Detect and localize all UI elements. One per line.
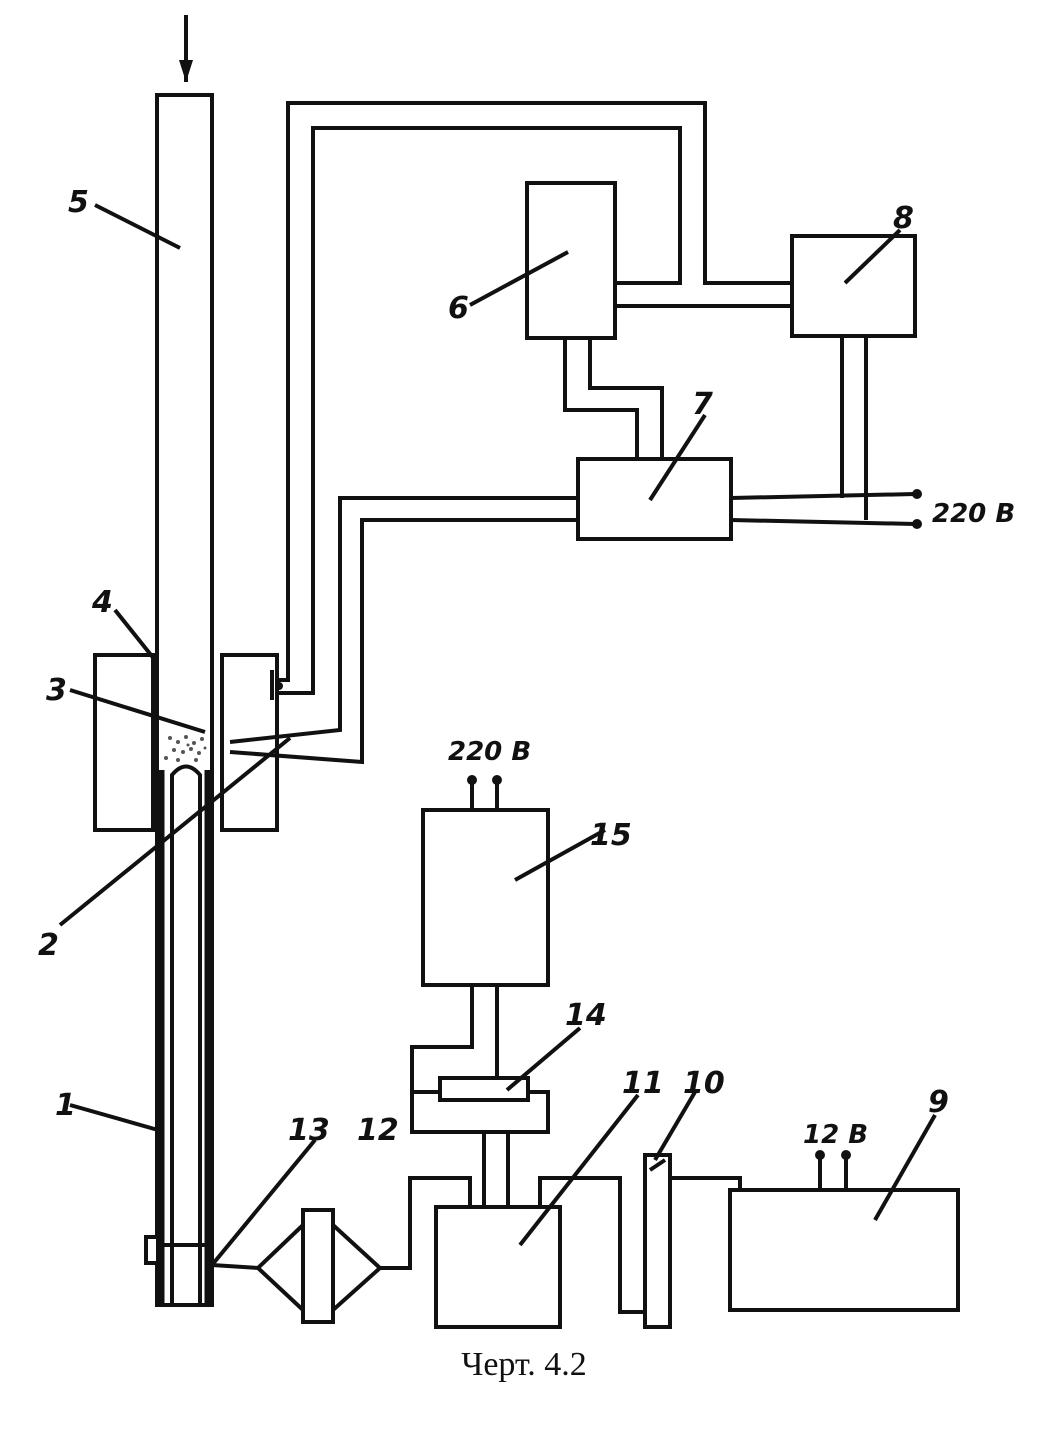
label-10: 10 (683, 1066, 725, 1101)
sample-granules (164, 735, 207, 762)
wires-11 (380, 1132, 645, 1314)
figure-caption: Черт. 4.2 (461, 1346, 587, 1383)
label-13: 13 (288, 1113, 330, 1148)
voltage-12: 12 В (803, 1120, 868, 1150)
block-15 (421, 808, 550, 987)
block-14 (410, 985, 550, 1134)
column-tube (144, 15, 214, 1307)
block-8 (790, 234, 917, 338)
voltage-labels: 220 В 220 В 12 В (448, 499, 1015, 1150)
leader-lines (58, 203, 937, 1267)
label-5: 5 (68, 185, 89, 220)
label-12: 12 (357, 1113, 399, 1148)
label-11: 11 (622, 1066, 664, 1101)
block-7 (576, 457, 733, 541)
power-terminals-9 (815, 1150, 851, 1190)
voltage-220-right: 220 В (932, 499, 1015, 529)
label-4: 4 (91, 585, 113, 620)
label-3: 3 (46, 673, 67, 708)
element-12 (211, 1208, 383, 1324)
part-labels: 5 6 8 7 4 3 2 1 13 12 15 14 11 10 9 (38, 185, 949, 1148)
label-8: 8 (893, 201, 914, 236)
block-6 (525, 181, 617, 340)
label-7: 7 (692, 387, 713, 422)
label-14: 14 (565, 998, 607, 1033)
label-15: 15 (590, 818, 632, 853)
block-11 (434, 1205, 562, 1329)
arrow-down-icon (179, 60, 193, 82)
label-6: 6 (448, 291, 469, 326)
wires-upper (229, 101, 922, 765)
label-9: 9 (928, 1085, 949, 1120)
block-9 (728, 1188, 960, 1312)
power-terminals-15 (467, 775, 502, 810)
label-2: 2 (38, 928, 59, 963)
element-10 (643, 1153, 742, 1329)
voltage-220-top: 220 В (448, 737, 531, 767)
label-1: 1 (55, 1088, 76, 1123)
